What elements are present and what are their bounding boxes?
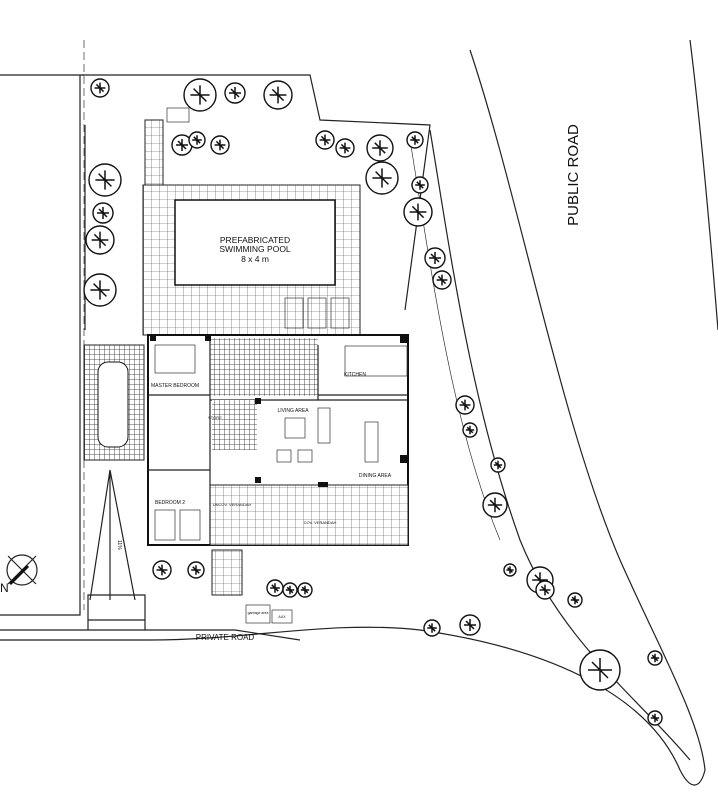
pump-room (166, 107, 190, 123)
tree-branches (270, 583, 280, 593)
tree-branches (95, 170, 115, 190)
tree-branches (214, 139, 226, 151)
pool-size: 8 x 4 m (241, 254, 269, 264)
coffee-table (284, 417, 306, 439)
tree-branches (650, 653, 660, 663)
covered-pergola (210, 338, 318, 396)
tree-branches (465, 425, 475, 435)
sofa (317, 407, 331, 444)
tree-branches (409, 203, 427, 221)
tree-branches (493, 460, 503, 470)
bedroom-2-label: BEDROOM 2 (155, 500, 185, 506)
tree-branches (319, 134, 331, 146)
tree-branches (410, 135, 420, 145)
tree-branches (176, 139, 188, 151)
tree-branches (156, 564, 168, 576)
steps (144, 119, 164, 186)
sunbed (307, 297, 327, 329)
pool-label-2: SWIMMING POOL (219, 244, 291, 254)
tree-branches (436, 274, 448, 286)
north-label: N (0, 581, 9, 595)
tree-branches (192, 135, 202, 145)
aux-label: AUX (278, 615, 286, 619)
cov-verandah-label: COV. VERANDAH (304, 520, 337, 525)
tree-branches (91, 231, 109, 249)
tree-branches (539, 584, 551, 596)
dining-area-label: DINING AREA (359, 473, 392, 479)
tree-branches (90, 280, 110, 300)
tree-branches (459, 399, 471, 411)
uncov-verandah-label: UNCOV. VERANDAH (213, 502, 252, 507)
armchair (297, 449, 313, 463)
ramp (89, 469, 136, 601)
tree-branches (372, 168, 392, 188)
car-icon (97, 361, 129, 448)
public-road-label: PUBLIC ROAD (565, 124, 582, 226)
ramp-slope: 11% (116, 540, 122, 550)
tree-branches (487, 497, 503, 513)
tree-branches (464, 619, 476, 631)
tree-branches (427, 623, 437, 633)
tree-branches (570, 595, 580, 605)
tree-branches (269, 86, 287, 104)
tree-branches (191, 565, 201, 575)
gate (87, 594, 146, 630)
double-bed (154, 344, 196, 374)
aux-room (271, 609, 293, 624)
trees (83, 78, 663, 726)
dining-table (364, 421, 379, 463)
house: MASTER BEDROOM KITCHEN LIVING AREA DININ… (147, 334, 409, 546)
kitchen-label: KITCHEN (344, 372, 366, 378)
tree-branches (339, 142, 351, 154)
tree-branches (190, 85, 210, 105)
tree-branches (372, 140, 388, 156)
tree-branches (588, 658, 612, 682)
store-label: STORE (208, 415, 222, 420)
sunbed (284, 297, 304, 329)
tree-branches (429, 252, 441, 264)
sunbed (330, 297, 350, 329)
tree-branches (650, 713, 660, 723)
tree-branches (94, 82, 106, 94)
tree-branches (300, 585, 310, 595)
staircase (212, 400, 257, 450)
tree-branches (415, 180, 425, 190)
garbage-area (245, 604, 271, 624)
kitchen-counter (344, 345, 408, 377)
verandah (209, 484, 409, 546)
swimming-pool (174, 199, 336, 286)
private-road-label: PRIVATE ROAD (196, 633, 255, 642)
north-arrow-icon: N (0, 554, 38, 595)
armchair (276, 449, 292, 463)
bed (154, 509, 176, 541)
bed (179, 509, 201, 541)
tree-branches (97, 207, 109, 219)
living-area-label: LIVING AREA (277, 408, 309, 414)
pool-label-1: PREFABRICATED (220, 235, 290, 245)
tree-branches (506, 566, 514, 574)
garbage-area-label: garbage area (248, 611, 269, 615)
entrance-steps (211, 549, 243, 596)
tree-branches (285, 585, 295, 595)
tree-branches (229, 87, 241, 99)
master-bedroom-label: MASTER BEDROOM (151, 383, 199, 389)
